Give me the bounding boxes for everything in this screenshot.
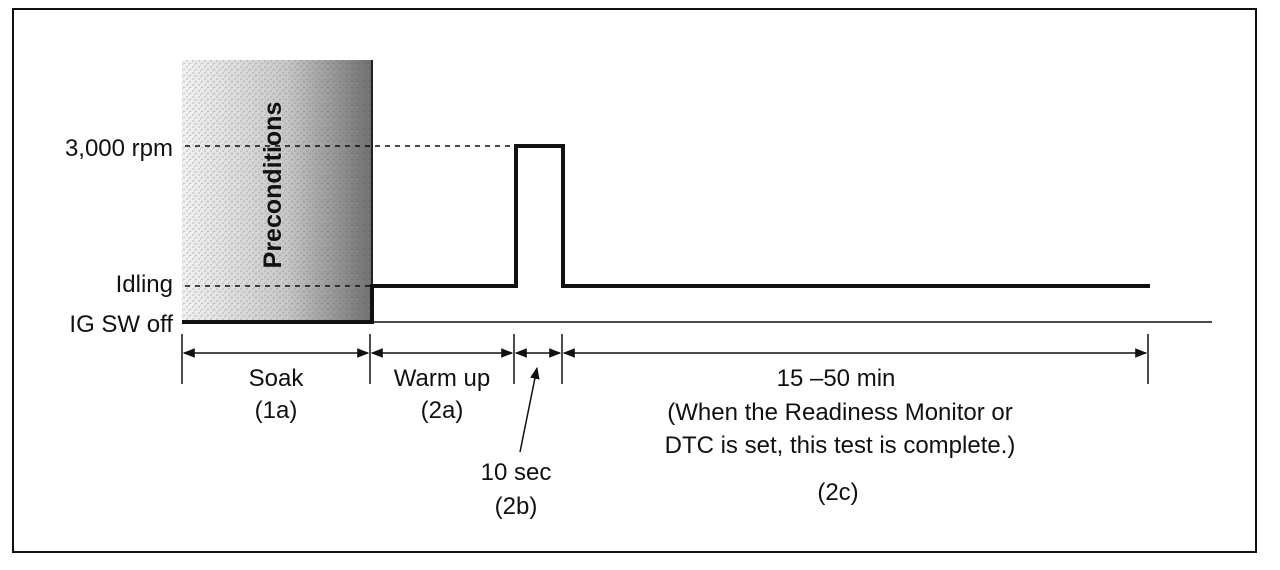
- idling-level-label: Idling: [116, 271, 173, 298]
- main-note-line1: (When the Readiness Monitor or: [667, 399, 1013, 426]
- ten-sec-pointer-arrow: [519, 366, 540, 453]
- ig-off-level-label: IG SW off: [69, 311, 173, 338]
- soak-code: (1a): [255, 397, 298, 424]
- warm-up-label: Warm up: [394, 365, 490, 392]
- preconditions-block: [182, 60, 373, 322]
- soak-label: Soak: [249, 365, 305, 392]
- preconditions-label: Preconditions: [259, 102, 287, 269]
- engine-speed-trace: [182, 144, 1150, 324]
- warm-up-code: (2a): [421, 397, 464, 424]
- main-duration-label: 15 –50 min: [777, 365, 896, 392]
- ten-sec-code: (2b): [495, 493, 538, 520]
- main-code: (2c): [817, 479, 858, 506]
- diagram-frame: [12, 8, 1257, 553]
- ten-sec-label: 10 sec: [481, 459, 552, 486]
- rpm-level-label: 3,000 rpm: [65, 135, 173, 162]
- interval-ticks: [181, 334, 1149, 384]
- main-note-line2: DTC is set, this test is complete.): [665, 432, 1016, 459]
